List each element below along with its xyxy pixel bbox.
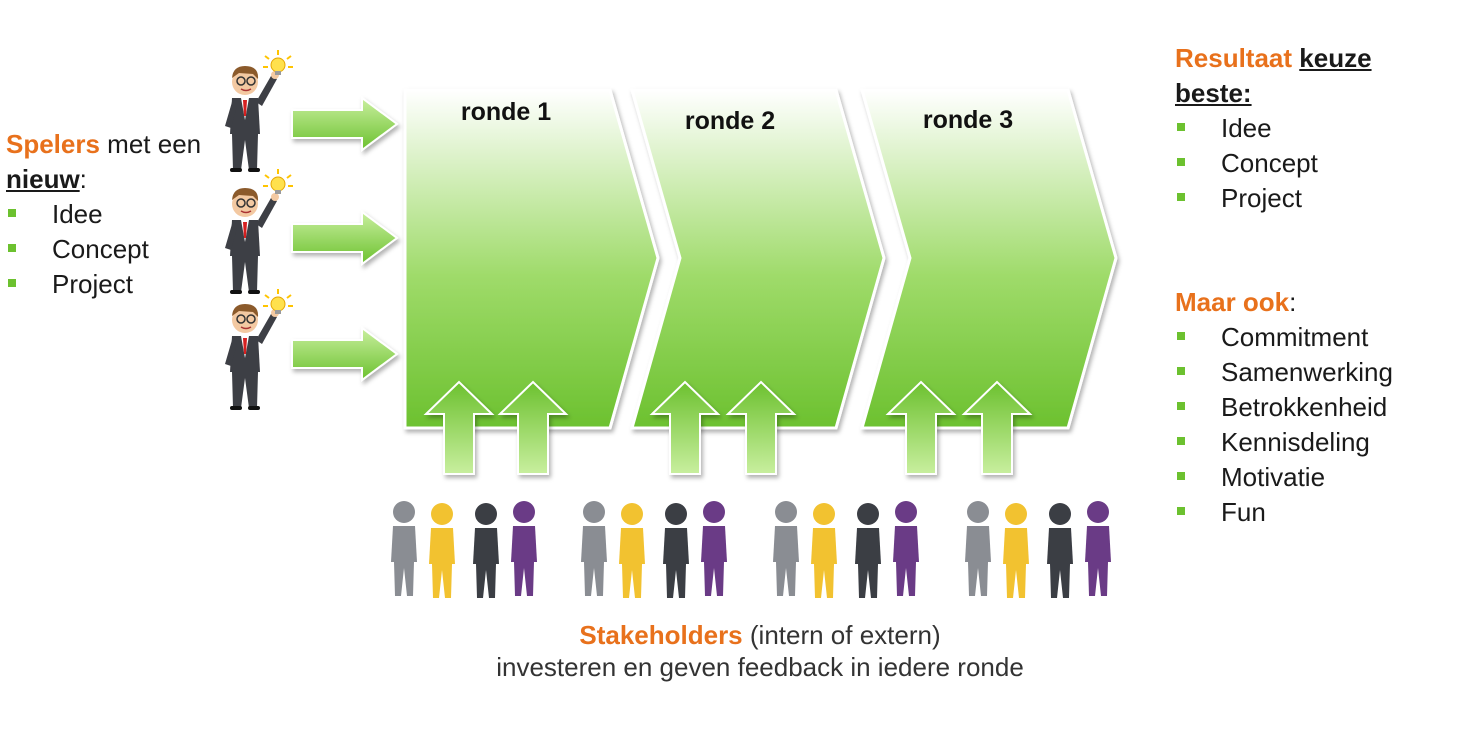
players-heading-colon: : xyxy=(79,164,87,194)
stakeholder-group-icon xyxy=(773,501,919,598)
results-heading-highlight: Resultaat xyxy=(1175,43,1293,73)
list-item-label: Concept xyxy=(52,234,149,264)
green-square-bullet-icon xyxy=(1177,332,1185,340)
list-item-label: Fun xyxy=(1221,497,1266,527)
stakeholders-caption-highlight: Stakeholders xyxy=(579,620,743,650)
list-item-label: Samenwerking xyxy=(1221,357,1393,387)
green-square-bullet-icon xyxy=(1177,123,1185,131)
stakeholder-arrows xyxy=(423,380,1033,475)
results-list: Idee Concept Project xyxy=(1175,111,1445,216)
players-panel: Spelers met een nieuw: Idee Concept Proj… xyxy=(6,127,246,302)
list-item: Kennisdeling xyxy=(1175,425,1445,460)
arrow-up-icon xyxy=(497,380,569,475)
round-label-2: ronde 2 xyxy=(684,107,776,135)
players-heading-highlight: Spelers xyxy=(6,129,100,159)
green-square-bullet-icon xyxy=(1177,158,1185,166)
arrow-right-icon xyxy=(291,326,399,382)
round-chevrons xyxy=(403,88,1118,430)
list-item: Fun xyxy=(1175,495,1445,530)
green-square-bullet-icon xyxy=(1177,402,1185,410)
list-item: Betrokkenheid xyxy=(1175,390,1445,425)
stakeholders-caption-line2: investeren en geven feedback in iedere r… xyxy=(496,652,1024,682)
players-heading-text: met een xyxy=(99,129,202,159)
results-heading-underlined-1: keuze xyxy=(1299,43,1372,73)
list-item: Concept xyxy=(1175,146,1445,181)
chevron-round-1 xyxy=(403,88,660,430)
arrow-right-icon xyxy=(291,96,399,152)
arrow-up-icon xyxy=(649,380,721,475)
green-square-bullet-icon xyxy=(8,209,16,217)
list-item: Project xyxy=(1175,181,1445,216)
green-square-bullet-icon xyxy=(1177,193,1185,201)
list-item-label: Commitment xyxy=(1221,322,1369,352)
list-item-label: Motivatie xyxy=(1221,462,1326,492)
stakeholder-groups xyxy=(391,501,1111,598)
green-square-bullet-icon xyxy=(1177,367,1185,375)
green-square-bullet-icon xyxy=(8,279,16,287)
players-list: Idee Concept Project xyxy=(6,197,246,302)
arrow-up-icon xyxy=(423,380,495,475)
also-heading: Maar ook: xyxy=(1175,285,1445,320)
list-item-label: Idee xyxy=(1221,113,1272,143)
also-list: Commitment Samenwerking Betrokkenheid Ke… xyxy=(1175,320,1445,530)
list-item-label: Betrokkenheid xyxy=(1221,392,1388,422)
arrow-up-icon xyxy=(885,380,957,475)
list-item-label: Kennisdeling xyxy=(1221,427,1370,457)
stakeholder-group-icon xyxy=(965,501,1111,598)
also-heading-colon: : xyxy=(1289,287,1297,317)
list-item-label: Project xyxy=(52,269,133,299)
list-item: Idee xyxy=(6,197,246,232)
arrow-right-icon xyxy=(291,210,399,266)
list-item-label: Concept xyxy=(1221,148,1318,178)
list-item: Commitment xyxy=(1175,320,1445,355)
arrow-up-icon xyxy=(961,380,1033,475)
results-heading-underlined-2: beste: xyxy=(1175,78,1252,108)
stakeholder-group-icon xyxy=(391,501,537,598)
round-label-1: ronde 1 xyxy=(460,98,552,126)
results-panel: Resultaat keuze beste: Idee Concept Proj… xyxy=(1175,41,1445,530)
list-item: Concept xyxy=(6,232,246,267)
list-item: Motivatie xyxy=(1175,460,1445,495)
round-label-3: ronde 3 xyxy=(922,106,1014,134)
green-square-bullet-icon xyxy=(8,244,16,252)
also-heading-highlight: Maar ook xyxy=(1175,287,1290,317)
list-item-label: Idee xyxy=(52,199,103,229)
stakeholders-caption-text: (intern of extern) xyxy=(742,620,941,650)
arrow-up-icon xyxy=(725,380,797,475)
chevron-round-3 xyxy=(860,88,1118,430)
results-heading: Resultaat keuze beste: xyxy=(1175,41,1445,111)
stakeholder-group-icon xyxy=(581,501,727,598)
green-square-bullet-icon xyxy=(1177,437,1185,445)
list-item: Idee xyxy=(1175,111,1445,146)
stakeholders-caption: Stakeholders (intern of extern) invester… xyxy=(410,619,1110,683)
green-square-bullet-icon xyxy=(1177,507,1185,515)
list-item-label: Project xyxy=(1221,183,1302,213)
list-item: Samenwerking xyxy=(1175,355,1445,390)
businessman-with-lightbulb-icon xyxy=(224,288,294,411)
players-heading: Spelers met een nieuw: xyxy=(6,127,246,197)
green-square-bullet-icon xyxy=(1177,472,1185,480)
player-arrows xyxy=(291,96,399,382)
players-heading-underlined: nieuw xyxy=(6,164,80,194)
list-item: Project xyxy=(6,267,246,302)
chevron-round-2 xyxy=(630,88,886,430)
